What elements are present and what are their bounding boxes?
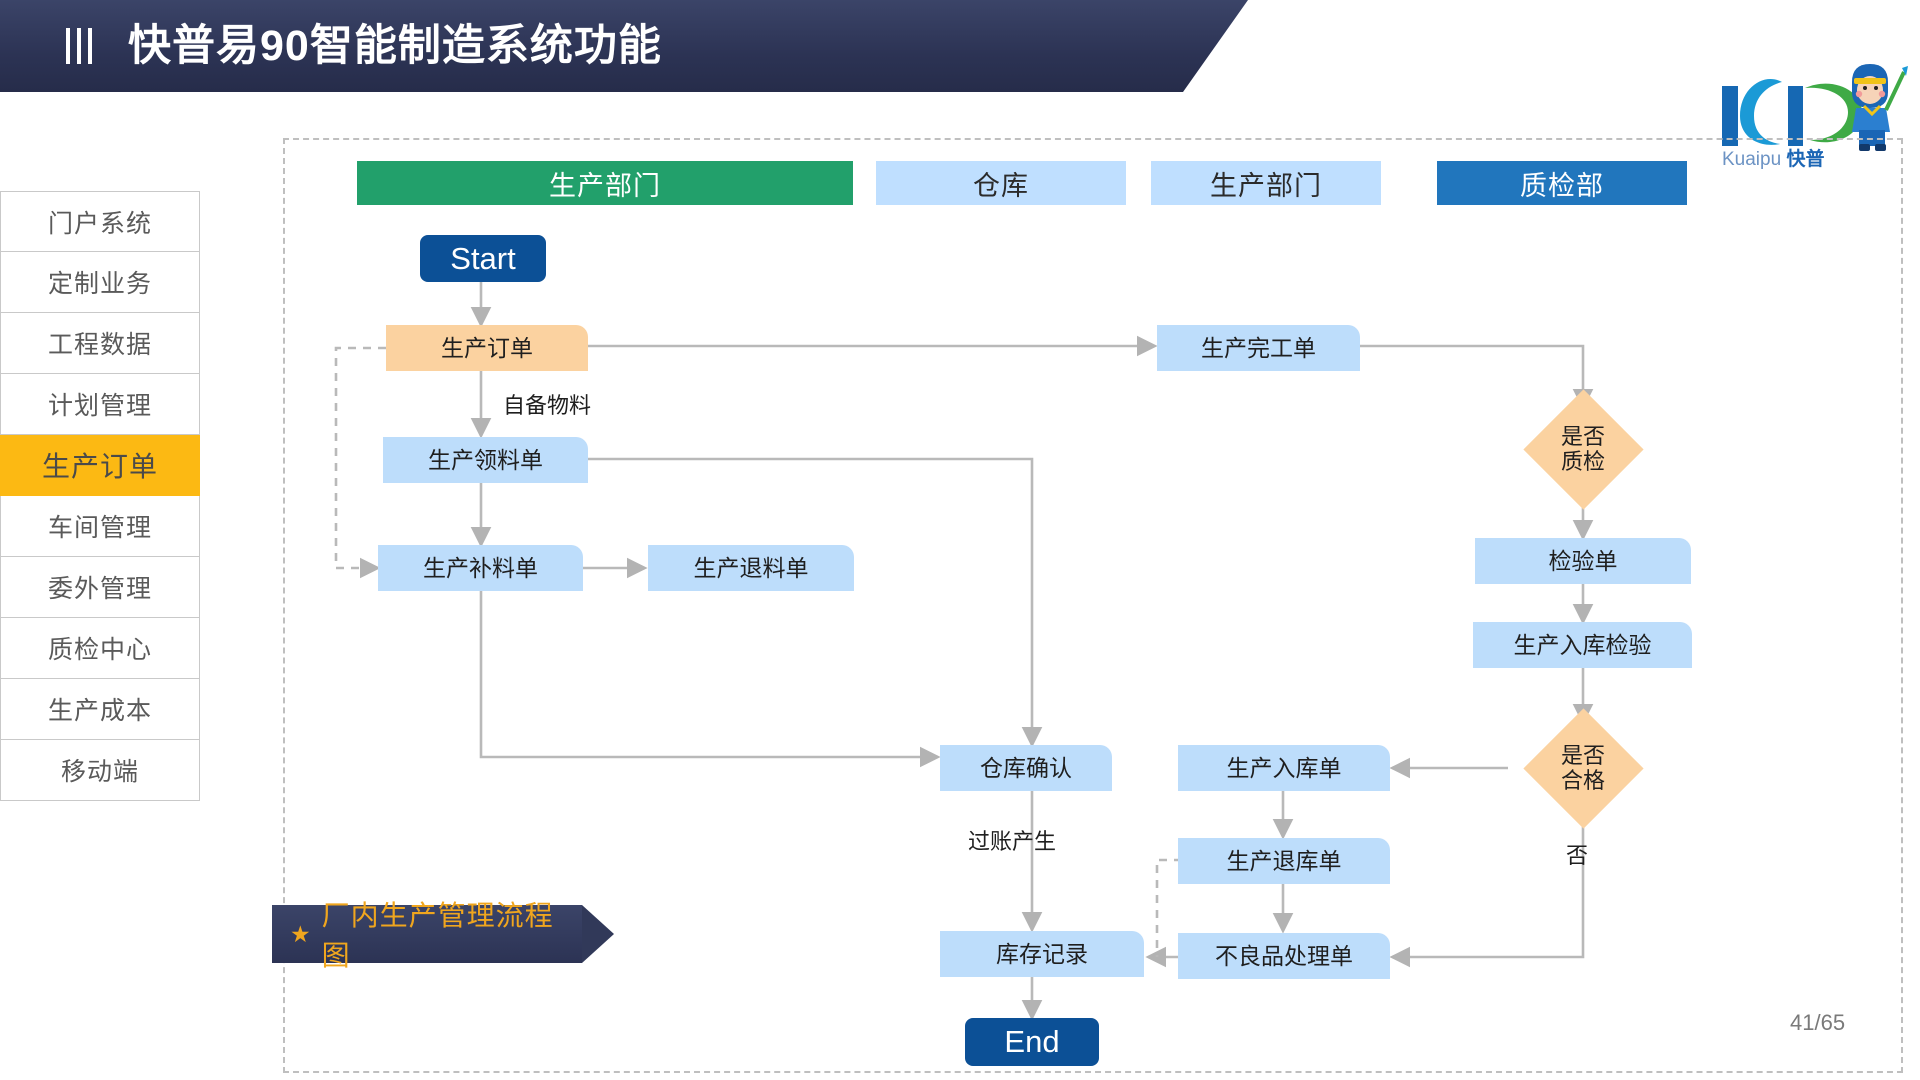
node-stock-in[interactable]: 生产入库单 bbox=[1178, 745, 1390, 791]
lane-header-warehouse: 仓库 bbox=[876, 161, 1126, 205]
brand-wordmark: Kuaipu 快普 bbox=[1722, 144, 1824, 171]
sidebar-item-portal[interactable]: 门户系统 bbox=[0, 191, 200, 252]
lane-label: 仓库 bbox=[973, 170, 1029, 201]
sidebar-item-planning[interactable]: 计划管理 bbox=[0, 374, 200, 435]
sidebar-item-label: 委外管理 bbox=[47, 575, 152, 603]
node-label: 生产入库检验 bbox=[1513, 631, 1652, 658]
decision-line2: 质检 bbox=[1560, 448, 1605, 474]
brand-logo: Kuaipu 快普 bbox=[1718, 58, 1908, 171]
page-number: 41/65 bbox=[1790, 1010, 1846, 1035]
sidebar-item-label: 质检中心 bbox=[47, 636, 152, 664]
node-label: 库存记录 bbox=[996, 940, 1088, 967]
sidebar-item-engineering[interactable]: 工程数据 bbox=[0, 313, 200, 374]
edge-label-posting: 过账产生 bbox=[968, 829, 1057, 854]
sidebar-item-label: 车间管理 bbox=[47, 514, 152, 542]
lane-label: 质检部 bbox=[1520, 170, 1604, 201]
node-label: 检验单 bbox=[1548, 547, 1618, 574]
node-label: 生产退库单 bbox=[1226, 847, 1342, 874]
edge-label-no: 否 bbox=[1566, 843, 1589, 868]
node-label: 生产入库单 bbox=[1226, 754, 1342, 781]
node-label: Start bbox=[450, 240, 516, 276]
sidebar-item-label: 工程数据 bbox=[47, 331, 152, 359]
lane-label: 生产部门 bbox=[549, 170, 661, 201]
sidebar-item-outsourcing[interactable]: 委外管理 bbox=[0, 557, 200, 618]
node-production-order[interactable]: 生产订单 bbox=[386, 325, 588, 371]
node-label: 生产领料单 bbox=[428, 446, 543, 473]
node-material-refill[interactable]: 生产补料单 bbox=[378, 545, 583, 591]
node-stock-return[interactable]: 生产退库单 bbox=[1178, 838, 1390, 884]
sidebar-item-custom[interactable]: 定制业务 bbox=[0, 252, 200, 313]
brand-latin: Kuaipu bbox=[1722, 149, 1782, 170]
decision-qualified[interactable]: 是否 合格 bbox=[1523, 726, 1643, 811]
sidebar-item-mobile[interactable]: 移动端 bbox=[0, 740, 200, 801]
banner-arrow-icon bbox=[582, 905, 614, 963]
node-label: 生产退料单 bbox=[693, 554, 809, 581]
node-stock-record[interactable]: 库存记录 bbox=[940, 931, 1144, 977]
sidebar-item-qc-center[interactable]: 质检中心 bbox=[0, 618, 200, 679]
node-label: End bbox=[1004, 1024, 1060, 1060]
node-warehouse-confirm[interactable]: 仓库确认 bbox=[940, 745, 1112, 791]
sidebar-item-label: 生产成本 bbox=[47, 697, 152, 725]
page-title: 快普易90智能制造系统功能 bbox=[128, 21, 662, 70]
sidebar-item-label: 门户系统 bbox=[47, 209, 152, 238]
node-label: 不良品处理单 bbox=[1215, 942, 1353, 969]
node-label: 生产补料单 bbox=[423, 554, 538, 581]
brand-cn: 快普 bbox=[1786, 149, 1825, 170]
lane-header-qc: 质检部 bbox=[1437, 161, 1687, 205]
sidebar-item-label: 定制业务 bbox=[47, 270, 152, 298]
decision-qc-required[interactable]: 是否 质检 bbox=[1523, 407, 1643, 492]
node-defect-handling[interactable]: 不良品处理单 bbox=[1178, 933, 1390, 979]
decision-line2: 合格 bbox=[1560, 767, 1605, 793]
lane-header-production-2: 生产部门 bbox=[1151, 161, 1381, 205]
node-label: 生产完工单 bbox=[1201, 334, 1316, 361]
sidebar-item-label: 移动端 bbox=[60, 758, 139, 786]
sidebar-item-workshop[interactable]: 车间管理 bbox=[0, 496, 200, 557]
node-material-return[interactable]: 生产退料单 bbox=[648, 545, 854, 591]
sidebar-item-label: 计划管理 bbox=[47, 392, 152, 420]
banner-title: 厂内生产管理流程图 bbox=[321, 900, 554, 971]
node-label: 生产订单 bbox=[441, 334, 533, 361]
star-icon: ★ bbox=[290, 920, 311, 947]
node-inbound-inspection[interactable]: 生产入库检验 bbox=[1473, 622, 1692, 668]
node-production-finish[interactable]: 生产完工单 bbox=[1157, 325, 1360, 371]
slide-header: 快普易90智能制造系统功能 bbox=[0, 0, 1248, 92]
section-banner: ★ 厂内生产管理流程图 bbox=[272, 900, 582, 971]
node-material-pick[interactable]: 生产领料单 bbox=[383, 437, 588, 483]
decision-line1: 是否 bbox=[1560, 742, 1605, 768]
hamburger-icon[interactable] bbox=[66, 28, 92, 64]
kp-logo-icon bbox=[1722, 79, 1862, 146]
node-inspection-sheet[interactable]: 检验单 bbox=[1475, 538, 1691, 584]
node-label: 仓库确认 bbox=[980, 754, 1072, 781]
node-start[interactable]: Start bbox=[420, 235, 546, 282]
diagram-frame bbox=[283, 138, 1903, 1073]
sidebar-item-cost[interactable]: 生产成本 bbox=[0, 679, 200, 740]
lane-header-production-1: 生产部门 bbox=[357, 161, 853, 205]
sidebar-item-production-order[interactable]: 生产订单 bbox=[0, 435, 200, 496]
edge-label-self-material: 自备物料 bbox=[503, 393, 592, 418]
sidebar-nav: 门户系统 定制业务 工程数据 计划管理 生产订单 车间管理 委外管理 质检中心 … bbox=[0, 191, 200, 801]
decision-line1: 是否 bbox=[1560, 423, 1605, 449]
lane-label: 生产部门 bbox=[1210, 170, 1322, 201]
node-end[interactable]: End bbox=[965, 1018, 1099, 1066]
sidebar-item-label: 生产订单 bbox=[41, 451, 158, 482]
